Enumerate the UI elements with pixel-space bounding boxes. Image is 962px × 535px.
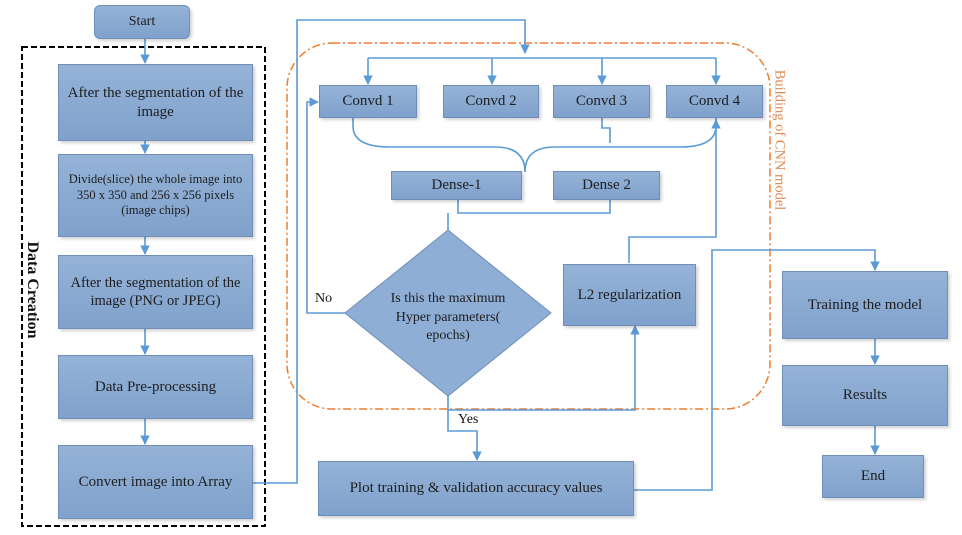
segmentation-step-2: After the segmentation of the image (PNG…	[58, 255, 253, 329]
edge-no-loop	[306, 97, 345, 314]
convert-step: Convert image into Array	[58, 445, 253, 519]
data-creation-label: Data Creation	[24, 241, 41, 339]
decision-diamond	[344, 229, 552, 397]
divide-step: Divide(slice) the whole image into 350 x…	[58, 154, 253, 237]
plot-node: Plot training & validation accuracy valu…	[318, 461, 634, 516]
training-node: Training the model	[782, 271, 948, 339]
convd4-node: Convd 4	[666, 85, 763, 118]
l2-regularization-node: L2 regularization	[563, 264, 696, 326]
end-node: End	[822, 455, 924, 498]
conv-brace	[352, 117, 717, 173]
no-label: No	[315, 291, 333, 306]
convd2-node: Convd 2	[443, 85, 539, 118]
cnn-frame	[286, 42, 771, 410]
edge-plot-to-training	[633, 249, 880, 491]
segmentation-step-1: After the segmentation of the image	[58, 64, 253, 141]
yes-label: Yes	[458, 412, 479, 427]
edge-dense-merge	[457, 199, 611, 214]
results-node: Results	[782, 365, 948, 426]
convd3-node: Convd 3	[553, 85, 650, 118]
dense2-node: Dense 2	[553, 171, 660, 200]
dense1-node: Dense-1	[391, 171, 522, 200]
edge-l2-to-convd4	[628, 119, 721, 263]
convd3-connector	[601, 118, 611, 143]
edge-yes-to-l2	[448, 325, 640, 411]
edge-convert-to-cnn	[252, 19, 530, 484]
preprocessing-step: Data Pre-processing	[58, 355, 253, 419]
edge-yes	[447, 396, 482, 461]
start-node: Start	[94, 5, 190, 39]
data-creation-frame	[21, 46, 266, 527]
cnn-group-label: Building of CNN model	[771, 69, 788, 211]
convd1-node: Convd 1	[319, 85, 417, 118]
decision-text: Is this the maximum Hyper parameters( ep…	[390, 290, 506, 344]
